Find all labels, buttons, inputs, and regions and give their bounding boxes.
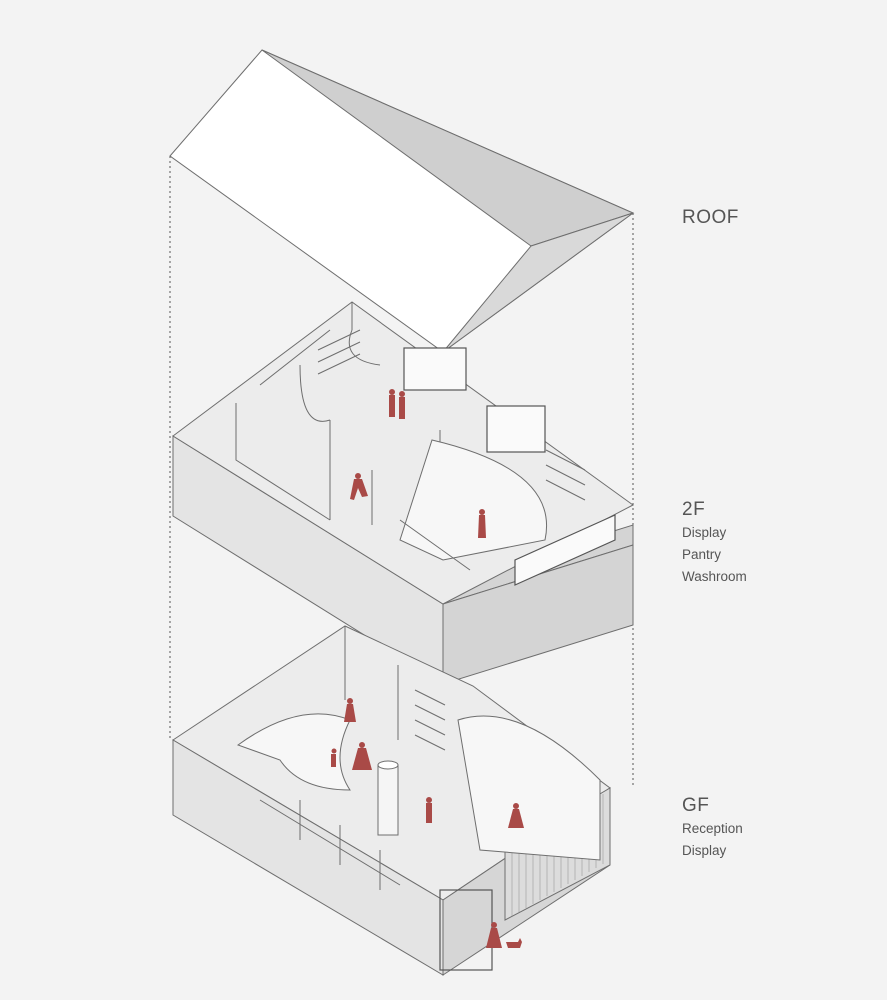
level-title: ROOF xyxy=(682,207,739,228)
level-function: Pantry xyxy=(682,547,722,562)
ground-floor-volume xyxy=(172,625,611,976)
level-title: 2F xyxy=(682,499,706,520)
human-figure-icon xyxy=(426,797,432,823)
human-figure-icon xyxy=(331,748,337,767)
dog-icon xyxy=(506,938,522,948)
level-function: Reception xyxy=(682,821,743,836)
level-label-gf: GF Reception Display xyxy=(682,794,743,862)
human-figure-icon xyxy=(486,922,502,948)
human-figure-icon xyxy=(399,391,405,419)
human-figure-icon xyxy=(344,698,356,722)
human-figure-icon xyxy=(478,509,486,538)
human-figure-icon xyxy=(350,473,368,500)
second-floor-volume xyxy=(172,301,634,685)
level-function: Washroom xyxy=(682,569,747,584)
window-band xyxy=(403,347,616,586)
level-function: Display xyxy=(682,525,727,540)
human-figure-icon xyxy=(508,803,524,828)
human-figure-icon xyxy=(389,389,395,417)
level-title: GF xyxy=(682,795,710,816)
level-label-roof: ROOF xyxy=(682,206,739,230)
roof-volume xyxy=(169,49,635,353)
figures xyxy=(331,389,524,948)
human-figure-icon xyxy=(352,742,372,770)
level-function: Display xyxy=(682,843,727,858)
level-label-2f: 2F Display Pantry Washroom xyxy=(682,498,747,588)
